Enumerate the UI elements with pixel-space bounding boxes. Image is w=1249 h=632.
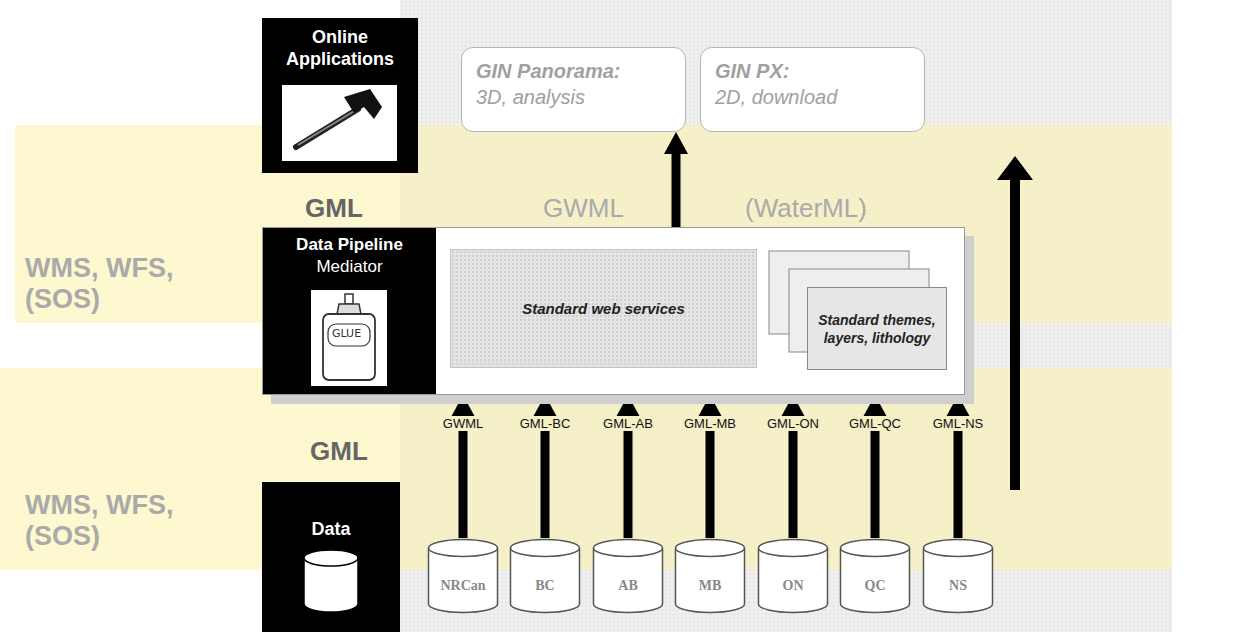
database-cylinder: NRCan xyxy=(427,538,499,614)
flow-arrow xyxy=(664,132,688,227)
node-text: Data Pipeline xyxy=(263,234,436,256)
mediator-box: Data PipelineMediator Standard web servi… xyxy=(262,227,965,395)
data-box: Data xyxy=(262,482,400,632)
service-box: Standard web services xyxy=(450,249,757,368)
node-text: GIN Panorama: xyxy=(476,58,671,84)
edge-label: GML-MB xyxy=(681,416,739,431)
format-label: GWML xyxy=(543,193,624,224)
node-text: NRCan xyxy=(427,578,499,594)
application-box: GIN Panorama:3D, analysis xyxy=(461,47,686,132)
application-box: Online Applications xyxy=(262,18,418,173)
node-text: Standard themes, layers, lithology xyxy=(816,311,938,347)
database-cylinder: BC xyxy=(509,538,581,614)
edge-label: GML-ON xyxy=(764,416,822,431)
mediator-panel: Data PipelineMediator xyxy=(263,228,436,394)
node-text: BC xyxy=(509,578,581,594)
format-label: (WaterML) xyxy=(745,193,867,224)
node-text: QC xyxy=(839,578,911,594)
protocol-label: WMS, WFS, (SOS) xyxy=(25,490,225,552)
node-text: Mediator xyxy=(263,256,436,278)
hammer-icon xyxy=(282,85,397,161)
cylinder-outline xyxy=(839,538,911,614)
database-cylinder: AB xyxy=(592,538,664,614)
icon-text: GLUE xyxy=(332,327,361,340)
node-text: Online Applications xyxy=(262,26,418,70)
format-label: GML xyxy=(305,193,363,224)
cylinder-outline xyxy=(592,538,664,614)
database-cylinder: ON xyxy=(757,538,829,614)
node-text: 3D, analysis xyxy=(476,84,671,110)
edge-label: GML-NS xyxy=(930,416,987,431)
cylinder-outline xyxy=(427,538,499,614)
node-text: ON xyxy=(757,578,829,594)
node-text: MB xyxy=(674,578,746,594)
cylinder-outline xyxy=(757,538,829,614)
node-text: Standard web services xyxy=(522,300,685,317)
edge-label: GML-AB xyxy=(600,416,656,431)
format-label: GML xyxy=(310,436,368,467)
theme-sheet: Standard themes, layers, lithology xyxy=(807,287,947,370)
node-text: Data xyxy=(262,518,400,540)
node-text: NS xyxy=(922,578,994,594)
database-cylinder: NS xyxy=(922,538,994,614)
protocol-label: WMS, WFS, (SOS) xyxy=(25,253,225,315)
edge-label: GML-QC xyxy=(846,416,904,431)
node-text: 2D, download xyxy=(715,84,910,110)
cylinder-outline xyxy=(922,538,994,614)
cylinder-outline xyxy=(674,538,746,614)
edge-label: GML-BC xyxy=(517,416,574,431)
database-cylinder: QC xyxy=(839,538,911,614)
edge-label: GWML xyxy=(440,416,486,431)
node-text: GIN PX: xyxy=(715,58,910,84)
database-icon xyxy=(302,548,360,614)
cylinder-outline xyxy=(509,538,581,614)
application-box: GIN PX:2D, download xyxy=(700,47,925,132)
database-cylinder: MB xyxy=(674,538,746,614)
node-text: AB xyxy=(592,578,664,594)
